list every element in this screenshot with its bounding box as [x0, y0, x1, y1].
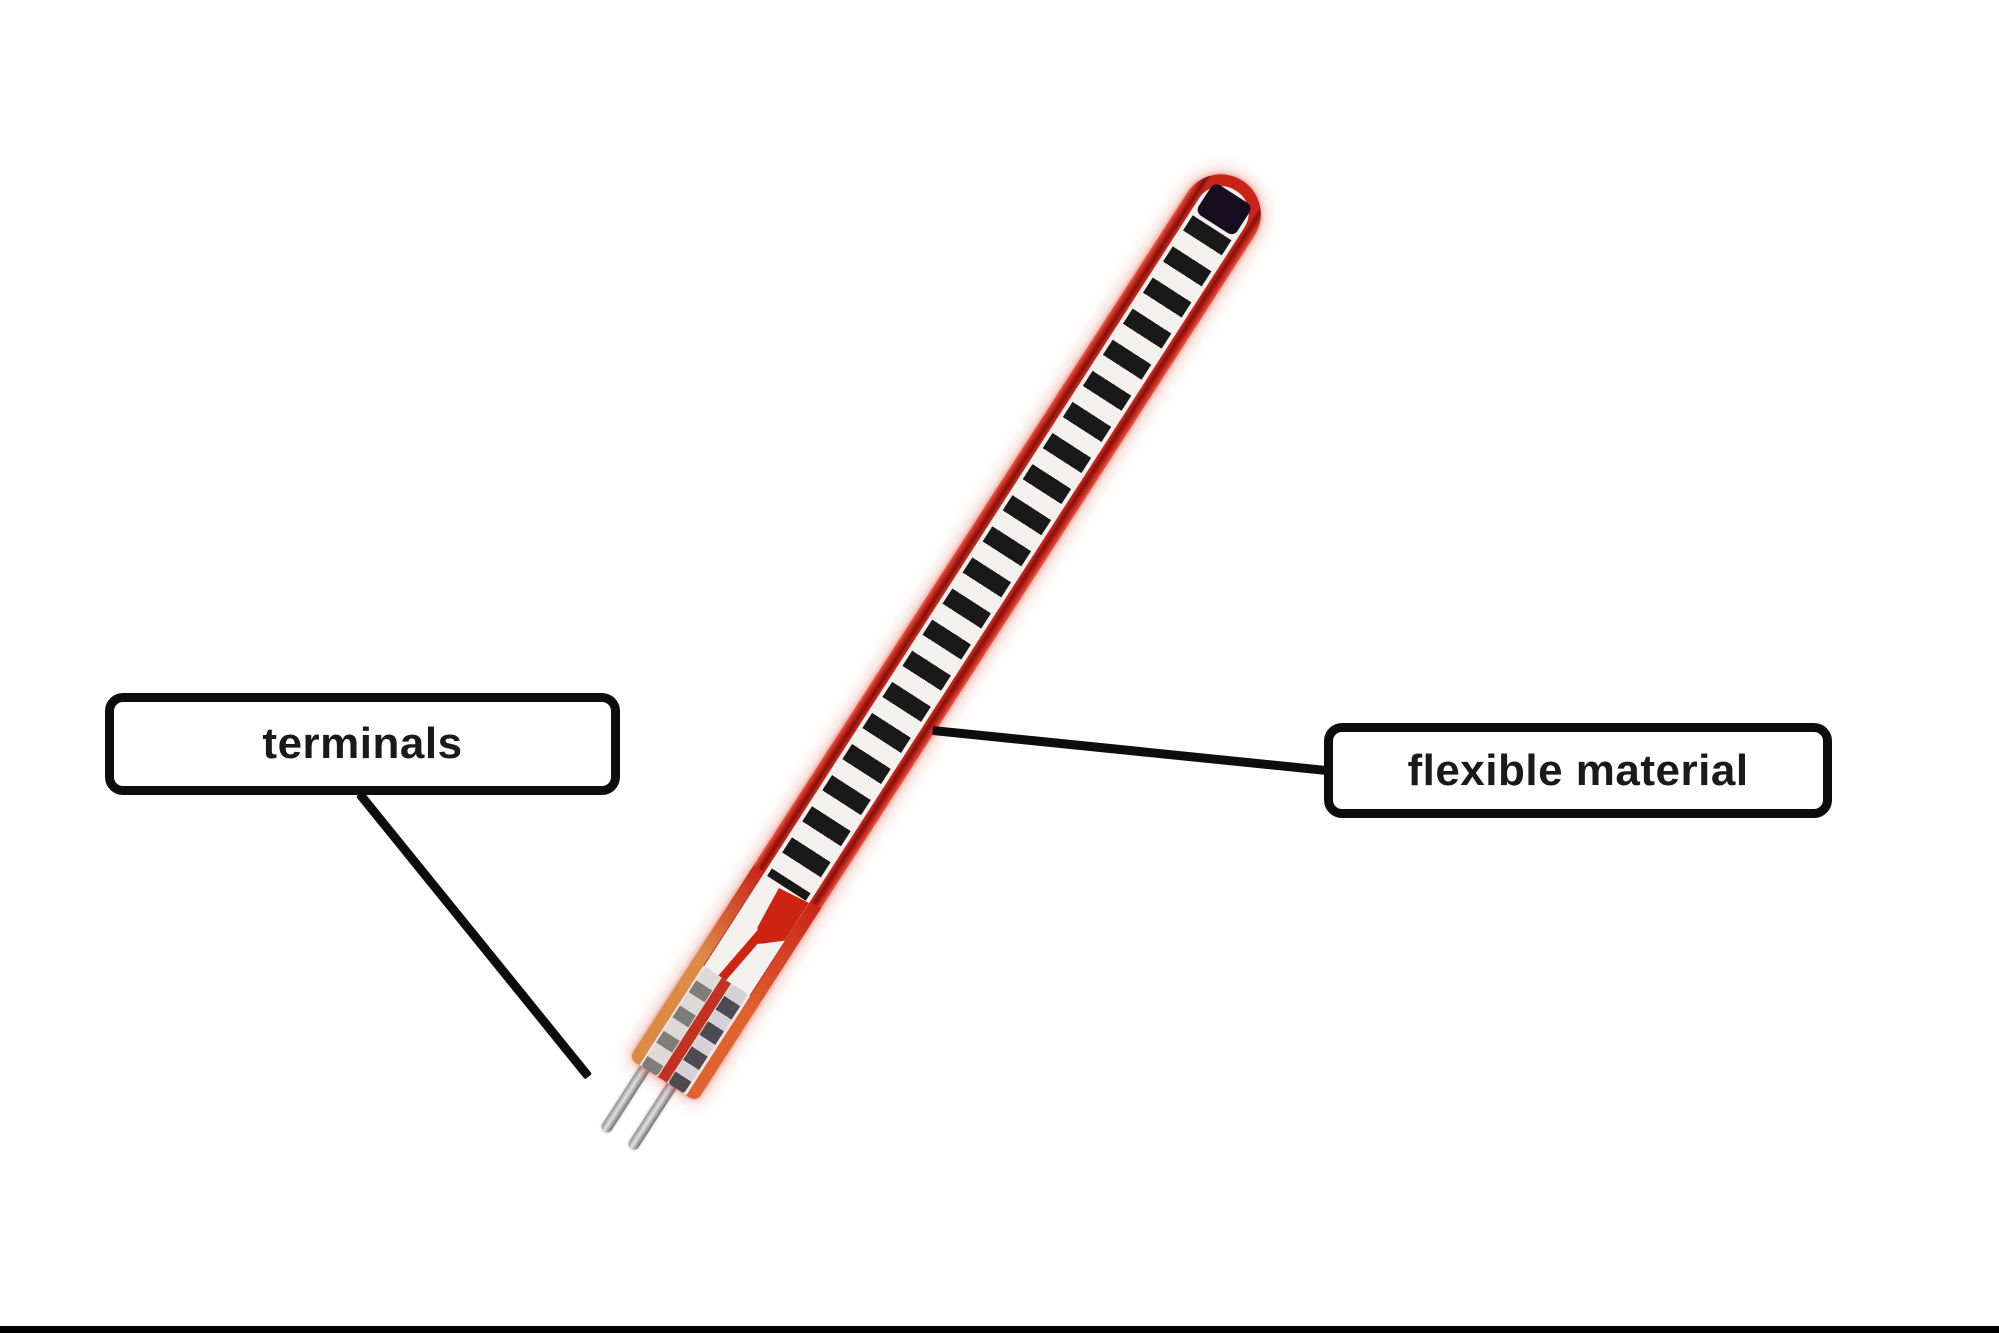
label-terminals-text: terminals: [262, 719, 463, 768]
label-terminals: terminals: [105, 693, 620, 795]
flex-sensor-body: [629, 159, 1277, 1102]
sensor-resistive-stripes: [767, 215, 1232, 901]
leader-line-terminals: [356, 791, 593, 1080]
flex-sensor-illustration: [586, 159, 1277, 1169]
bottom-border-line: [0, 1326, 1999, 1333]
label-flexible-material: flexible material: [1324, 723, 1832, 818]
leader-line-flexible-material: [932, 726, 1327, 775]
label-flexible-material-text: flexible material: [1407, 745, 1749, 795]
